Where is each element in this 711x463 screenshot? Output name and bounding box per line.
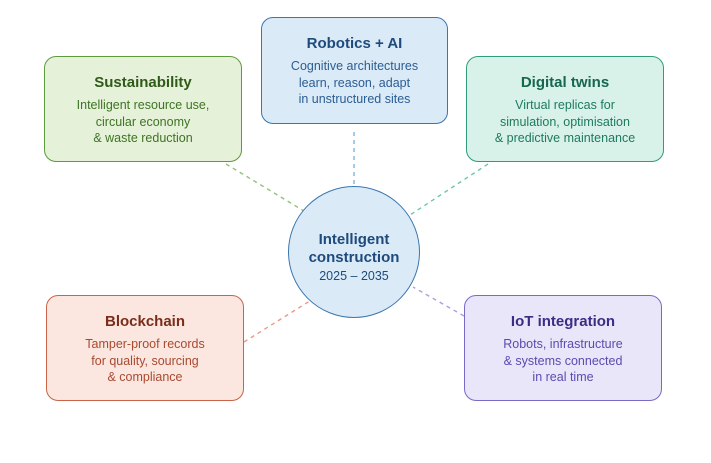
node-sustainability: Sustainability Intelligent resource use,… [44,56,242,162]
node-description: Robots, infrastructure & systems connect… [503,337,623,384]
node-title: Robotics + AI [306,35,403,52]
connector-digital-twins [409,163,489,216]
node-title: IoT integration [510,313,616,330]
connector-blockchain [243,298,314,343]
node-title: Blockchain [104,313,186,330]
node-title: Digital twins [520,74,610,91]
hub-title: Intelligent construction [308,231,400,266]
node-iot-integration: IoT integration Robots, infrastructure &… [464,295,662,401]
node-description: Tamper-proof records for quality, sourci… [85,337,205,384]
node-title: Sustainability [94,74,192,91]
node-digital-twins: Digital twins Virtual replicas for simul… [466,56,664,162]
node-description: Intelligent resource use, circular econo… [76,98,210,145]
connector-sustainability [225,163,305,212]
hub-subtitle: 2025 – 2035 [319,269,389,283]
node-description: Virtual replicas for simulation, optimis… [494,98,636,145]
node-description: Cognitive architectures learn, reason, a… [290,59,419,106]
connector-iot [412,286,465,317]
hub-intelligent-construction: Intelligent construction 2025 – 2035 [288,186,420,318]
node-blockchain: Blockchain Tamper-proof records for qual… [46,295,244,401]
node-robotics-ai: Robotics + AI Cognitive architectures le… [261,17,448,124]
